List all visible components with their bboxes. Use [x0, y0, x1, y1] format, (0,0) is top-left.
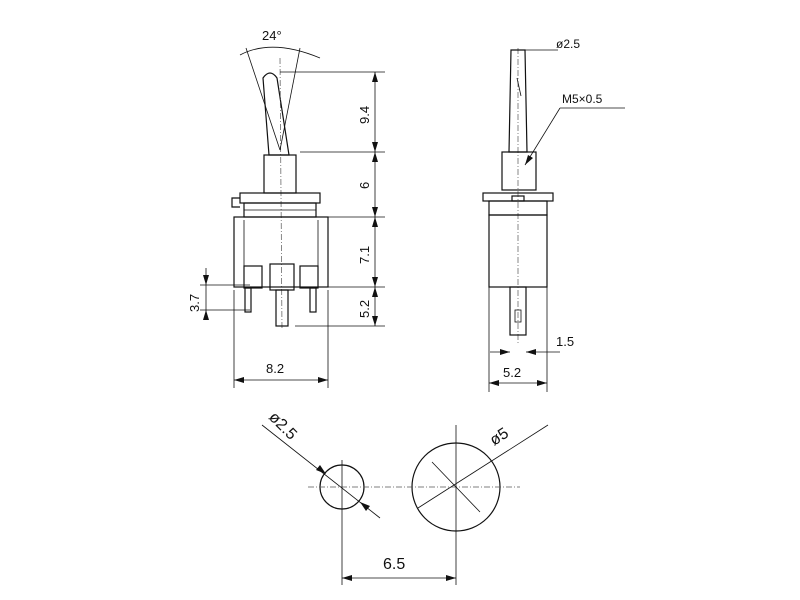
arrow [372, 217, 378, 227]
flange [239, 192, 321, 204]
arrow [489, 380, 499, 386]
arrow [372, 316, 378, 326]
terminal-length-label: 5.2 [357, 300, 372, 318]
large-hole-diameter-label: ø5 [487, 425, 512, 449]
arrow [342, 575, 352, 581]
arrow [372, 152, 378, 162]
arrow [372, 287, 378, 297]
angle-line-left [245, 47, 281, 151]
pin-center [275, 289, 289, 327]
large-diameter-leader [417, 424, 549, 509]
terminal-block-left [243, 265, 263, 289]
arrow [372, 277, 378, 287]
arrow [360, 502, 370, 511]
arrow [372, 207, 378, 217]
front-dimensions [200, 71, 385, 388]
arrow [318, 377, 328, 383]
flange-tab [231, 197, 240, 208]
angle-line-right [279, 47, 301, 151]
thread-spec-label: M5×0.5 [562, 92, 603, 106]
arrow [526, 349, 536, 355]
hole-spacing-label: 6.5 [383, 556, 405, 573]
arrow [500, 349, 510, 355]
lever-detail [516, 77, 522, 97]
side-bushing [501, 151, 537, 191]
side-width-label: 5.2 [503, 365, 521, 380]
side-view [482, 48, 554, 345]
arrow [537, 380, 547, 386]
lever-length-label: 9.4 [357, 106, 372, 124]
pin-left [244, 287, 252, 313]
bushing [263, 154, 297, 194]
arrow [372, 72, 378, 82]
body-width-label: 8.2 [266, 361, 284, 376]
terminal-block-right [299, 265, 319, 289]
terminal-offset-label: 3.7 [187, 294, 202, 312]
thread-leader [524, 107, 561, 166]
terminal-thickness-label: 1.5 [556, 334, 574, 349]
side-terminal [509, 286, 527, 336]
terminal-hole [514, 309, 522, 323]
front-centerline [279, 57, 283, 331]
pin-right [309, 287, 317, 313]
lever-tip-diameter-label: ø2.5 [556, 37, 580, 51]
arrow [316, 465, 326, 474]
panel-cutout [261, 424, 549, 585]
switch-body [233, 216, 329, 288]
small-hole-diameter-label: ø2.5 [265, 409, 300, 444]
arrow [372, 142, 378, 152]
arrow [525, 155, 533, 165]
front-view [231, 46, 329, 331]
arrow [446, 575, 456, 581]
arrow [203, 310, 209, 320]
arrow [234, 377, 244, 383]
bushing-height-label: 6 [357, 182, 372, 189]
lever-outline [262, 72, 290, 156]
lever-angle-label: 24° [262, 28, 282, 43]
angle-arc [239, 46, 321, 59]
large-hole-cross [431, 461, 481, 513]
body-height-label: 7.1 [357, 246, 372, 264]
side-dimensions [488, 49, 625, 392]
arrow [203, 275, 209, 285]
